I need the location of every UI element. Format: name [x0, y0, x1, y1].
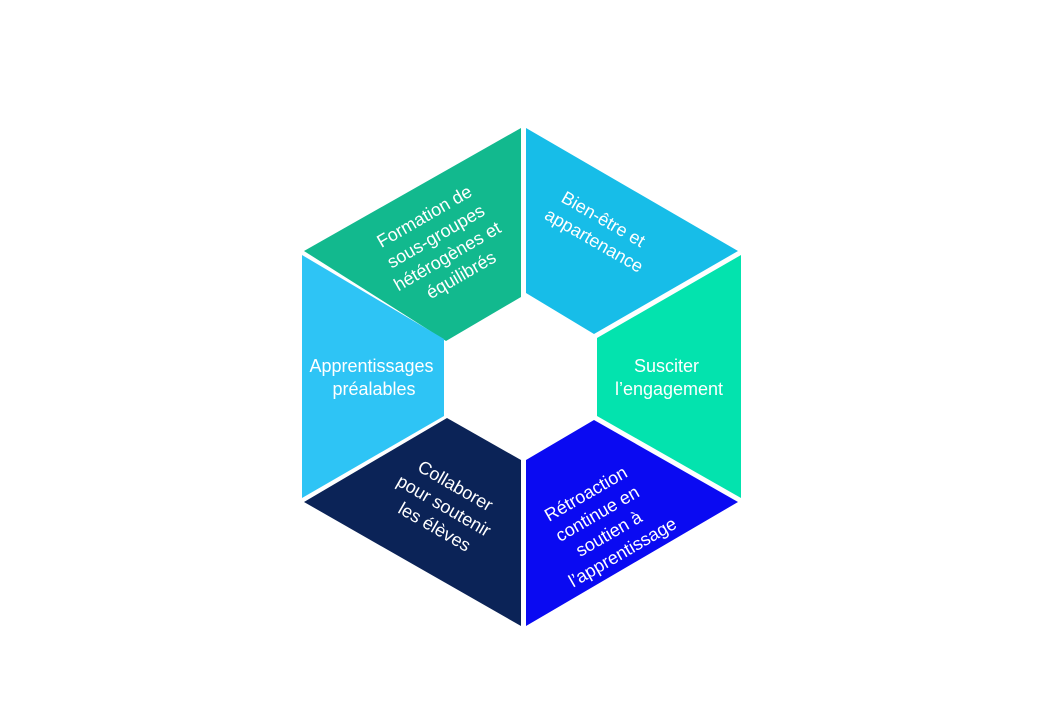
segment-bien-etre-appartenance [526, 128, 738, 334]
segment-susciter-engagement [597, 255, 741, 498]
segment-formation-sous-groupes [304, 128, 521, 341]
label-apprentissages-prealables: Apprentissages préalables [309, 356, 438, 399]
segment-retroaction-continue [526, 420, 738, 626]
segment-apprentissages-prealables [302, 255, 444, 498]
label-susciter-engagement: Susciter l’engagement [615, 356, 723, 399]
segment-collaborer-soutenir [304, 418, 521, 626]
